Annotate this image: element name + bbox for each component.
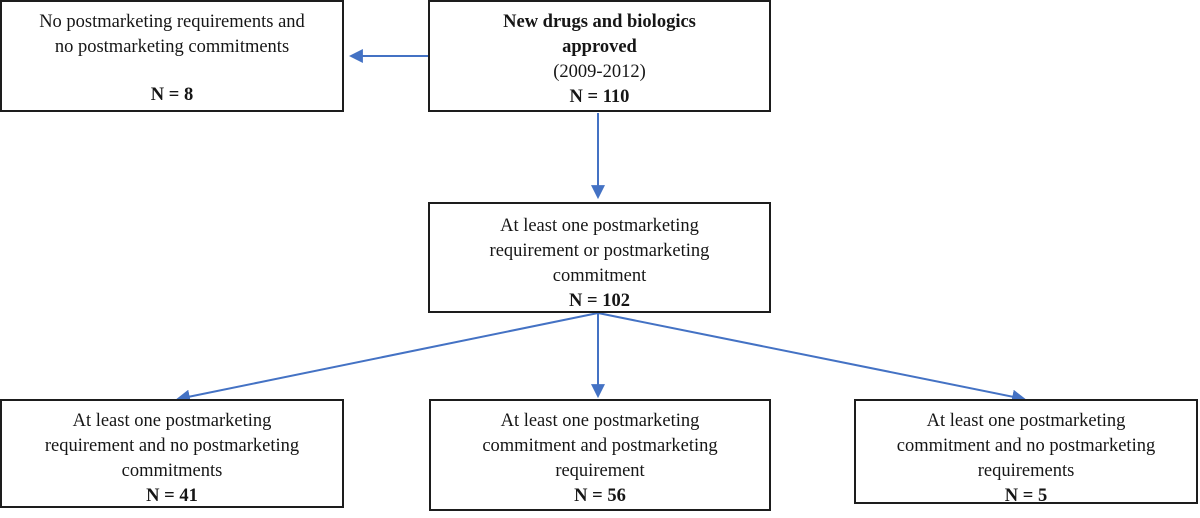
box-text-line: requirement or postmarketing — [489, 241, 710, 261]
count-label: N = 8 — [150, 85, 194, 105]
count-label: N = 41 — [146, 486, 198, 506]
box-text-line: At least one postmarketing — [500, 411, 700, 431]
box-text-line: commitment and postmarketing — [482, 436, 718, 456]
box-requirement-no-commitments: At least one postmarketing requirement a… — [0, 399, 344, 508]
count-label: N = 110 — [569, 87, 630, 107]
arrow-any-to-pmr-no-pmc — [175, 312, 599, 404]
box-title-line: approved — [562, 37, 637, 57]
box-text-line: commitments — [121, 461, 223, 481]
box-title-line: New drugs and biologics — [503, 12, 696, 32]
box-any-requirement-or-commitment: At least one postmarketing requirement o… — [428, 202, 771, 313]
arrow-any-to-pmc-no-pmr — [597, 312, 1027, 404]
box-commitment-no-requirements: At least one postmarketing commitment an… — [854, 399, 1198, 506]
count-label: N = 102 — [569, 291, 630, 311]
box-text-line: requirements — [977, 461, 1075, 481]
box-text-line: At least one postmarketing — [72, 411, 272, 431]
box-text-line: no postmarketing commitments — [54, 37, 290, 57]
box-text-line: At least one postmarketing — [926, 411, 1126, 431]
count-label: N = 5 — [1004, 486, 1048, 506]
box-text-line: requirement and no postmarketing — [44, 436, 300, 456]
box-text-line: At least one postmarketing — [500, 216, 699, 236]
box-text-line: commitment — [552, 266, 647, 286]
box-text-line: commitment and no postmarketing — [896, 436, 1156, 456]
count-label: N = 56 — [574, 486, 626, 506]
box-spacer — [2, 60, 342, 83]
box-text-line: requirement — [555, 461, 645, 481]
box-commitment-and-requirement: At least one postmarketing commitment an… — [429, 399, 771, 511]
box-new-drugs-approved: New drugs and biologics approved (2009-2… — [428, 0, 771, 112]
box-text-line: No postmarketing requirements and — [39, 12, 305, 32]
box-no-requirements-no-commitments: No postmarketing requirements and no pos… — [0, 0, 344, 112]
box-year-line: (2009-2012) — [553, 62, 646, 82]
